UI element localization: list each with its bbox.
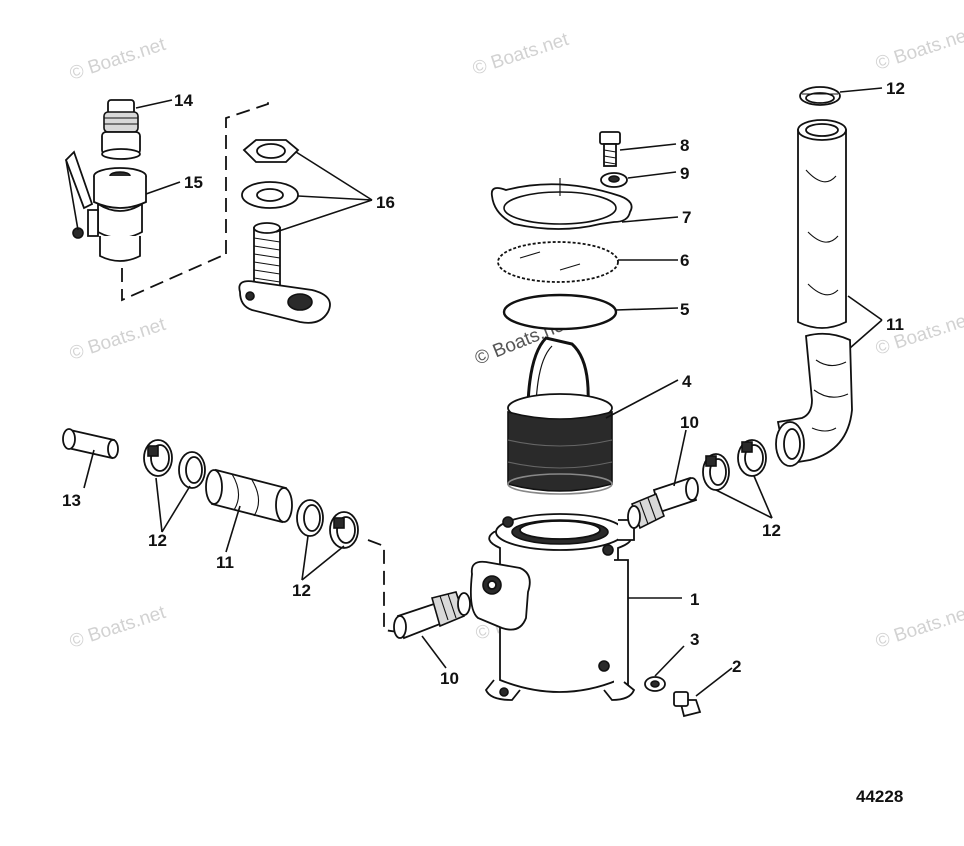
callout-11: 11 — [886, 315, 904, 334]
leader-lines — [83, 87, 883, 697]
watermark: © Boats.net — [470, 29, 572, 80]
part-16-mount-kit — [238, 139, 331, 324]
part-14-fitting — [101, 99, 141, 160]
callout-5: 5 — [680, 300, 689, 319]
callout-3: 3 — [690, 630, 699, 649]
callout-10: 10 — [440, 669, 459, 688]
callout-2: 2 — [732, 657, 741, 676]
part-12-clamp — [329, 511, 359, 549]
part-11-hose — [797, 119, 847, 329]
part-3-washer — [644, 676, 666, 692]
part-8-bolt — [599, 131, 621, 167]
watermark: © Boats.net — [67, 314, 169, 365]
part-12-clamp — [737, 439, 767, 477]
part-10-fitting — [627, 476, 699, 530]
figure-number: 44228 — [856, 787, 903, 806]
part-12-clamp — [799, 86, 841, 106]
part-13-plug — [62, 428, 119, 460]
part-4-basket — [507, 336, 613, 495]
callout-12: 12 — [292, 581, 311, 600]
watermark: © Boats.net — [873, 24, 964, 75]
part-15-valve — [64, 150, 147, 262]
callout-11: 11 — [216, 553, 234, 572]
part-11-hose — [775, 332, 853, 467]
callout-6: 6 — [680, 251, 689, 270]
watermark: © Boats.net — [67, 602, 169, 653]
callout-9: 9 — [680, 164, 689, 183]
assembly-bracket — [367, 539, 399, 633]
callouts: 1 2 3 4 5 6 7 8 9 10 10 11 11 12 12 12 1… — [62, 79, 905, 688]
callout-4: 4 — [682, 372, 692, 391]
watermark: © Boats.net — [67, 34, 169, 85]
part-10-fitting — [393, 591, 471, 640]
callout-7: 7 — [682, 208, 691, 227]
part-11-hose — [205, 468, 293, 524]
part-12-clamp — [702, 453, 730, 491]
callout-1: 1 — [690, 590, 699, 609]
callout-10: 10 — [680, 413, 699, 432]
callout-13: 13 — [62, 491, 81, 510]
callout-15: 15 — [184, 173, 203, 192]
callout-12: 12 — [148, 531, 167, 550]
part-9-washer — [600, 172, 628, 188]
part-1-housing — [469, 513, 636, 701]
callout-12: 12 — [762, 521, 781, 540]
part-12-clamp — [143, 439, 173, 477]
watermark: © Boats.net — [873, 602, 964, 653]
callout-14: 14 — [174, 91, 193, 110]
callout-16: 16 — [376, 193, 395, 212]
part-12-clamp — [178, 451, 206, 489]
callout-12: 12 — [886, 79, 905, 98]
part-12-clamp — [296, 499, 324, 537]
part-6-glass — [497, 241, 619, 283]
part-2-bolt — [673, 691, 702, 718]
callout-8: 8 — [680, 136, 689, 155]
part-5-oring — [502, 293, 618, 331]
part-7-cover — [490, 178, 633, 230]
assembly-bracket — [121, 100, 269, 302]
